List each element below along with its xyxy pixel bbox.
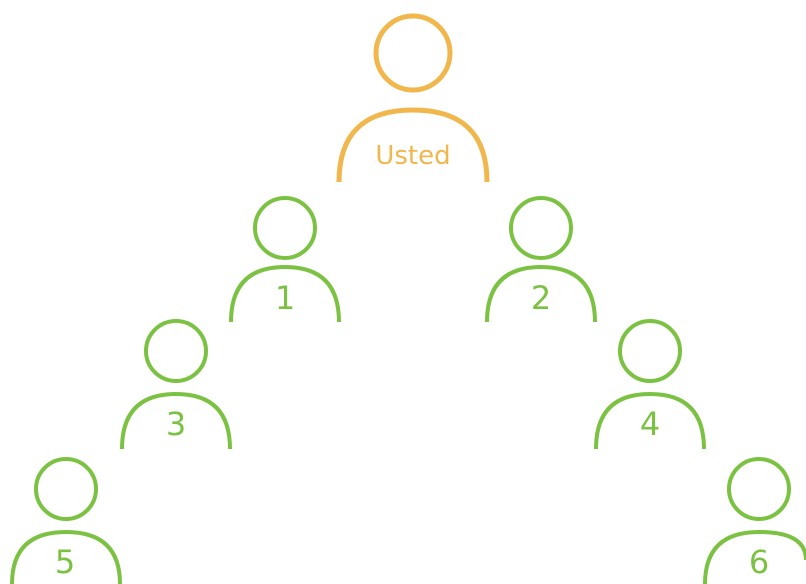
person-usted: Usted bbox=[336, 13, 490, 183]
person-5-label: 5 bbox=[55, 543, 75, 581]
person-usted-head bbox=[373, 13, 453, 93]
person-1: 1 bbox=[229, 196, 341, 323]
person-3-head bbox=[144, 319, 208, 383]
person-3: 3 bbox=[120, 319, 232, 450]
person-4-label: 4 bbox=[640, 405, 660, 443]
person-1-head bbox=[253, 196, 317, 260]
person-4: 4 bbox=[594, 319, 706, 450]
person-6: 6 bbox=[703, 457, 806, 584]
person-usted-label: Usted bbox=[375, 141, 450, 171]
person-1-body bbox=[229, 264, 341, 323]
person-5-body bbox=[10, 529, 122, 584]
person-2: 2 bbox=[485, 196, 597, 323]
person-5: 5 bbox=[10, 457, 122, 584]
person-4-head bbox=[618, 319, 682, 383]
person-2-body bbox=[485, 264, 597, 323]
person-6-head bbox=[727, 457, 791, 521]
person-1-label: 1 bbox=[275, 279, 295, 317]
person-2-head bbox=[509, 196, 573, 260]
person-3-body bbox=[120, 391, 232, 450]
person-usted-body bbox=[336, 107, 490, 183]
person-6-label: 6 bbox=[749, 543, 769, 581]
person-5-head bbox=[34, 457, 98, 521]
person-3-label: 3 bbox=[166, 405, 186, 443]
person-4-body bbox=[594, 391, 706, 450]
person-6-body bbox=[703, 529, 806, 584]
person-2-label: 2 bbox=[531, 279, 551, 317]
